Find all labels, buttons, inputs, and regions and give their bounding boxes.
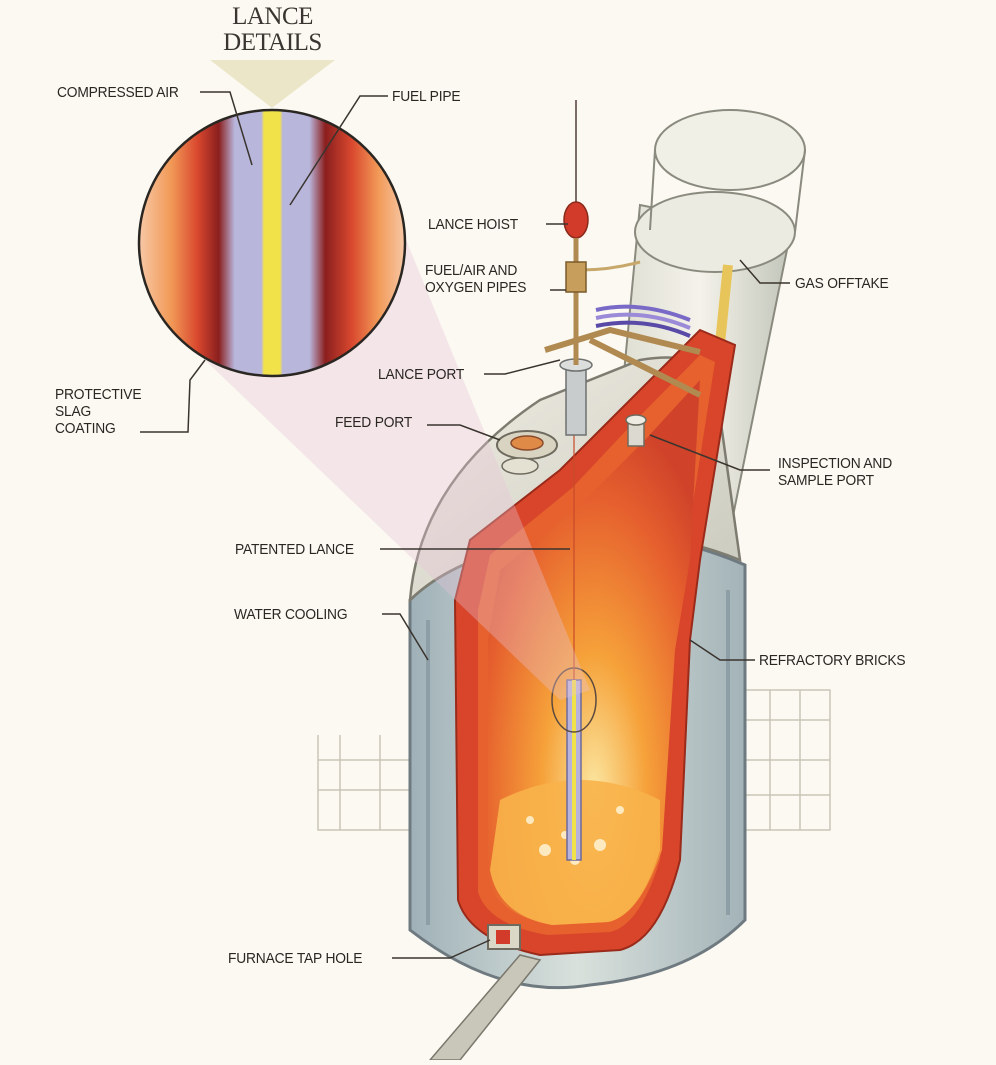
label-inspection-sample-port: INSPECTION AND SAMPLE PORT <box>778 455 892 489</box>
label-protective-line-3: COATING <box>55 420 116 437</box>
fuel-air-oxygen-pipes <box>544 260 702 398</box>
label-patented-lance: PATENTED LANCE <box>235 541 354 558</box>
label-feed-port: FEED PORT <box>335 414 413 431</box>
label-inspection-line-1: INSPECTION AND <box>778 455 892 472</box>
label-fuel-air-line-2: OXYGEN PIPES <box>425 279 527 296</box>
label-refractory-bricks: REFRACTORY BRICKS <box>759 652 906 669</box>
label-compressed-air: COMPRESSED AIR <box>57 84 179 101</box>
label-furnace-tap-hole: FURNACE TAP HOLE <box>228 950 363 967</box>
label-protective-line-1: PROTECTIVE <box>55 386 142 403</box>
feed-port <box>496 430 558 475</box>
label-lance-port: LANCE PORT <box>378 366 465 383</box>
lance-details-circle <box>137 108 407 378</box>
label-protective-line-2: SLAG <box>55 403 92 420</box>
title-line-2: DETAILS <box>223 29 322 56</box>
label-fuel-air-oxygen-pipes: FUEL/AIR AND OXYGEN PIPES <box>425 262 527 296</box>
label-protective-slag-coating: PROTECTIVE SLAG COATING <box>55 386 142 437</box>
lance-hoist <box>563 100 589 365</box>
patented-lance <box>551 430 597 861</box>
leader-lines <box>140 91 790 959</box>
lance-port <box>559 358 593 436</box>
inspection-port <box>625 414 647 447</box>
lance-details-title: LANCE DETAILS <box>205 4 340 56</box>
label-fuel-pipe: FUEL PIPE <box>392 88 461 105</box>
label-gas-offtake: GAS OFFTAKE <box>795 275 889 292</box>
title-line-1: LANCE <box>232 3 313 30</box>
furnace-tap-hole <box>428 924 542 1061</box>
label-lance-hoist: LANCE HOIST <box>428 216 519 233</box>
label-water-cooling: WATER COOLING <box>234 606 348 623</box>
label-inspection-line-2: SAMPLE PORT <box>778 472 874 489</box>
label-fuel-air-line-1: FUEL/AIR AND <box>425 262 518 279</box>
details-pointer <box>210 60 335 108</box>
background-structure <box>317 689 831 831</box>
